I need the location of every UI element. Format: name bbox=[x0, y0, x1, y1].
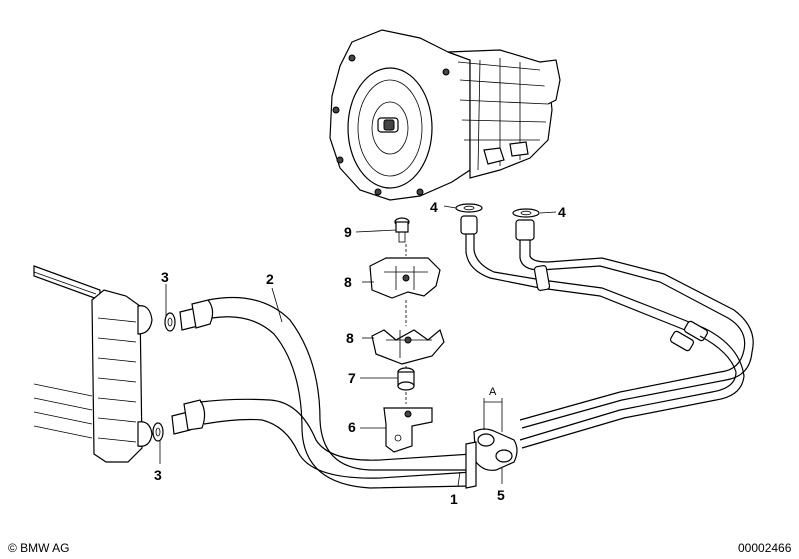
callout-8-top: 8 bbox=[344, 274, 352, 290]
callout-4-right: 4 bbox=[558, 204, 566, 220]
callout-4-left: 4 bbox=[430, 199, 438, 215]
callout-3-top: 3 bbox=[161, 269, 169, 285]
dimension-a-label: A bbox=[489, 386, 497, 398]
leader-lines bbox=[159, 205, 557, 487]
callout-8-bottom: 8 bbox=[346, 330, 354, 346]
callout-7: 7 bbox=[348, 370, 356, 386]
automatic-transmission bbox=[329, 29, 561, 201]
copyright-label: © BMW AG bbox=[8, 541, 70, 555]
callout-3-bottom: 3 bbox=[154, 467, 162, 483]
oil-cooler-hoses bbox=[171, 296, 477, 489]
callout-labels: 1 2 3 3 4 4 5 6 7 8 8 9 A bbox=[154, 199, 566, 507]
callout-6: 6 bbox=[348, 419, 356, 435]
pipe-clamp-5 bbox=[473, 398, 518, 471]
seal-rings-3 bbox=[152, 312, 176, 442]
callout-5: 5 bbox=[497, 487, 505, 503]
radiator bbox=[33, 265, 153, 463]
bracket-assembly bbox=[369, 217, 445, 453]
drawing-number: 00002466 bbox=[738, 541, 792, 555]
callout-1: 1 bbox=[450, 491, 458, 507]
transmission-oil-lines bbox=[455, 203, 754, 449]
callout-9: 9 bbox=[344, 224, 352, 240]
callout-2: 2 bbox=[266, 271, 274, 287]
